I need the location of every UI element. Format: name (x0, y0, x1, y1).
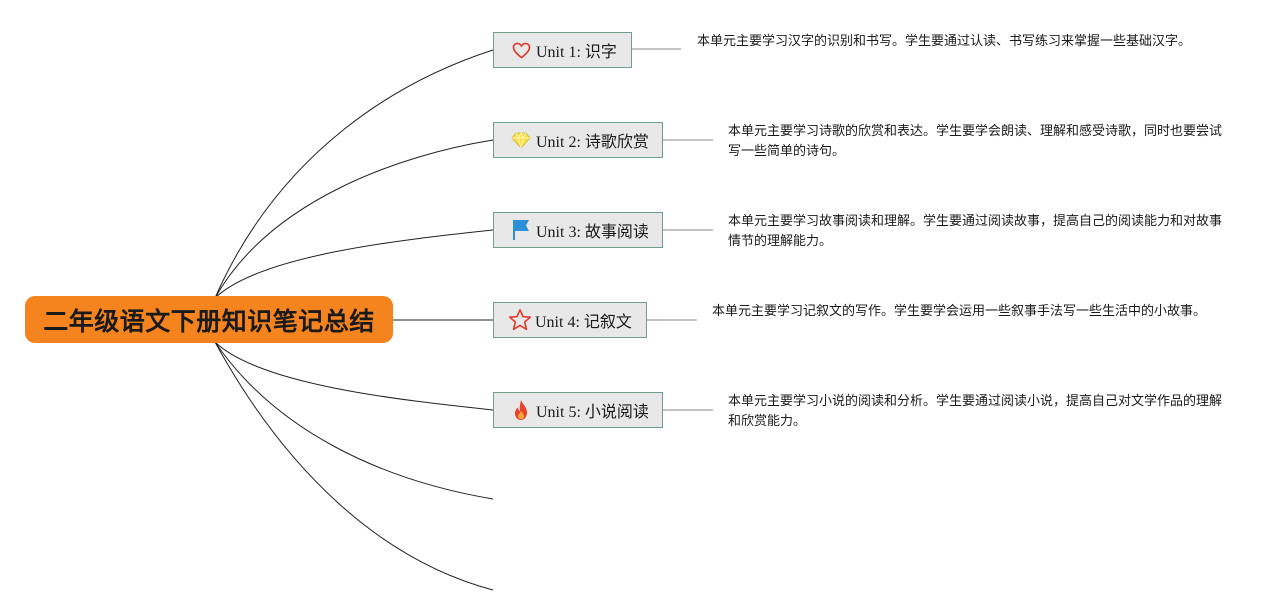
branch-line-empty-7 (214, 341, 494, 591)
unit-2-description: 本单元主要学习诗歌的欣赏和表达。学生要学会朗读、理解和感受诗歌，同时也要尝试写一… (728, 124, 1223, 159)
fire-icon (511, 400, 531, 420)
root-topic-label: 二年级语文下册知识笔记总结 (43, 306, 375, 336)
unit-5-description: 本单元主要学习小说的阅读和分析。学生要通过阅读小说，提高自己对文学作品的理解和欣… (728, 394, 1223, 429)
unit-1-description: 本单元主要学习汉字的识别和书写。学生要通过认读、书写练习来掌握一些基础汉字。 (697, 34, 1192, 49)
unit-3-node[interactable]: Unit 3: 故事阅读 (493, 212, 663, 248)
branch-line-unit-5 (214, 341, 494, 411)
branch-line-empty-6 (214, 341, 494, 500)
branch-line-unit-3 (214, 229, 494, 299)
diamond-icon (511, 130, 531, 150)
unit-3-description: 本单元主要学习故事阅读和理解。学生要通过阅读故事，提高自己的阅读能力和对故事情节… (728, 214, 1223, 249)
unit-4-node[interactable]: Unit 4: 记叙文 (493, 302, 647, 338)
branch-line-unit-1 (214, 49, 494, 299)
star-icon (508, 308, 532, 332)
unit-3-label: Unit 3: 故事阅读 (536, 224, 649, 241)
unit-5-node[interactable]: Unit 5: 小说阅读 (493, 392, 663, 428)
unit-4-label: Unit 4: 记叙文 (535, 314, 632, 331)
unit-4-description: 本单元主要学习记叙文的写作。学生要学会运用一些叙事手法写一些生活中的小故事。 (712, 304, 1207, 319)
unit-1-label: Unit 1: 识字 (536, 44, 617, 61)
root-topic[interactable]: 二年级语文下册知识笔记总结 (25, 296, 393, 343)
unit-2-node[interactable]: Unit 2: 诗歌欣赏 (493, 122, 663, 158)
unit-1-node[interactable]: Unit 1: 识字 (493, 32, 632, 68)
branch-line-unit-2 (214, 139, 494, 299)
unit-5-label: Unit 5: 小说阅读 (536, 404, 649, 421)
heart-icon (511, 40, 531, 60)
flag-icon (511, 220, 531, 240)
unit-2-label: Unit 2: 诗歌欣赏 (536, 134, 649, 151)
